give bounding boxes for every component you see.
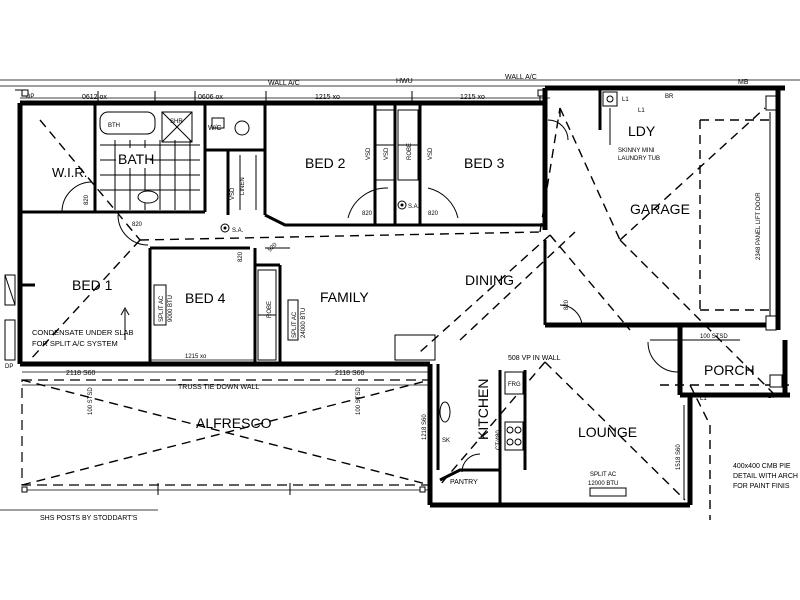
room-label-wc: W/C	[208, 125, 222, 132]
room-label-alfresco: ALFRESCO	[196, 415, 272, 431]
kitchen-dim: 1218 S60	[422, 414, 428, 440]
light-label-2: L1	[638, 108, 645, 114]
vent-pipe-label: 508 VP IN WALL	[508, 355, 561, 362]
light-label-porch: L1	[700, 396, 707, 402]
shower-label: SHR	[170, 119, 183, 125]
vsd-label-3: VSD	[428, 147, 434, 160]
door-dim-hall: 820	[132, 222, 143, 228]
sink-label: SK	[442, 438, 450, 444]
exterior-walls	[17, 85, 790, 508]
hallway: S.A. VSD 820 920 820	[117, 187, 290, 262]
room-label-bed3: BED 3	[464, 155, 505, 171]
wall-ac-label-2: WALL A/C	[505, 74, 537, 81]
hwu-label: HWU	[396, 78, 413, 85]
room-label-bed2: BED 2	[305, 155, 346, 171]
door-dim-wir: 820	[84, 194, 90, 205]
living-dining: FAMILY DINING SPLIT AC 24000 BTU 508 VP …	[287, 272, 561, 362]
room-label-family: FAMILY	[320, 289, 369, 305]
alfresco-dim-2: 2118 S60	[335, 370, 365, 377]
cooktop-label: CT/480	[496, 430, 502, 450]
alfresco-dim-3: 100 STSD	[88, 387, 94, 415]
bed4-dim: 1215 xo	[185, 354, 207, 360]
bedrooms-1-4: BED 1 BED 4 SPLIT AC 9000 BTU CONDENSATE…	[32, 269, 277, 361]
fridge-label: FRG	[508, 382, 521, 388]
garage-door-dim: 820	[564, 299, 570, 310]
door-dim-bed3: 820	[428, 211, 439, 217]
robe-label-2: ROBE	[267, 301, 273, 318]
room-label-bed4: BED 4	[185, 290, 226, 306]
interior-walls	[20, 88, 602, 505]
room-label-bath: BATH	[118, 151, 154, 167]
door-dim-bed2: 820	[362, 211, 373, 217]
smoke-alarm-label-1: S.A.	[408, 204, 420, 210]
ac-family-line1: SPLIT AC	[292, 311, 298, 338]
garage-door-note: 2348 PANEL LIFT DOOR	[756, 192, 762, 260]
lounge-area: LOUNGE SPLIT AC 12000 BTU 1518 S60	[578, 405, 685, 500]
bath-tub-label: BTH	[108, 123, 120, 129]
lounge-dim: 1518 S60	[676, 444, 682, 470]
porch-dim: 100 STSD	[700, 334, 728, 340]
room-label-bed1: BED 1	[72, 277, 113, 293]
laundry-tub-line1: SKINNY MINI	[618, 148, 655, 154]
linen-label: LINEN	[240, 177, 246, 195]
left-edge-markings: DP	[4, 274, 16, 370]
wet-area: BTH SHR BATH W/C W.I.R. 820 LINEN	[52, 111, 257, 213]
light-label-1: L1	[622, 97, 629, 103]
alfresco-dim-4: 100 STSD	[356, 387, 362, 415]
ac-lounge-line1: SPLIT AC	[590, 472, 617, 478]
ac-family-line2: 24000 BTU	[301, 308, 307, 338]
dim-0612: 0612 ox	[82, 94, 107, 101]
dim-0606: 0606 ox	[198, 94, 223, 101]
wall-ac-label-1: WALL A/C	[268, 80, 300, 87]
room-label-porch: PORCH	[704, 362, 755, 378]
garage-laundry: GARAGE LDY SKINNY MINI LAUNDRY TUB L1 BR…	[547, 91, 777, 331]
pier-note-line3: FOR PAINT FINIS	[733, 483, 790, 490]
pier-note-line2: DETAIL WITH ARCH	[733, 473, 798, 480]
alfresco-area: 2118 S60 2118 S60 TRUSS TIE DOWN WALL 10…	[0, 370, 431, 522]
dim-1215-b: 1215 xo	[460, 94, 485, 101]
pier-note-line1: 400x400 CMB PIE	[733, 463, 791, 470]
dp-label-porch: DP	[768, 394, 776, 400]
condensate-note-2: FOR SPLIT A/C SYSTEM	[32, 339, 118, 348]
dim-1215-a: 1215 xo	[315, 94, 340, 101]
room-label-wir: W.I.R.	[52, 165, 87, 180]
roof-hip-lines	[29, 107, 790, 520]
ac-bed1-line2: 9000 BTU	[168, 295, 174, 322]
vsd-label-2: VSD	[366, 147, 372, 160]
ac-bed1-line1: SPLIT AC	[159, 295, 165, 322]
dp-label-top: DP	[26, 94, 34, 100]
door-dim-bed4: 820	[238, 251, 244, 262]
room-label-lounge: LOUNGE	[578, 424, 637, 440]
room-label-dining: DINING	[465, 272, 514, 288]
smoke-alarm-label-2: S.A.	[232, 228, 244, 234]
door-dim-920: 920	[267, 242, 279, 254]
broom-label: BR	[665, 94, 674, 100]
porch-area: PORCH 100 STSD L1 DP	[647, 334, 783, 402]
kitchen-area: KITCHEN FRG CT/480 SK 1218 S60 PANTRY	[422, 371, 524, 486]
room-label-pantry: PANTRY	[450, 479, 478, 486]
laundry-tub-line2: LAUNDRY TUB	[618, 156, 660, 162]
condensate-note-1: CONDENSATE UNDER SLAB	[32, 328, 134, 337]
vsd-label-4: VSD	[230, 187, 236, 200]
pier-note: 400x400 CMB PIE DETAIL WITH ARCH FOR PAI…	[733, 463, 798, 490]
room-label-kitchen: KITCHEN	[475, 379, 491, 440]
bedrooms-2-3: BED 2 BED 3 VSD ROBE VSD VSD 820 820 S.A…	[305, 109, 505, 219]
top-dimension-strip: 0612 ox 0606 ox 1215 xo 1215 xo WALL A/C…	[0, 74, 800, 101]
vsd-label-1: VSD	[384, 147, 390, 160]
robe-label-1: ROBE	[407, 143, 413, 160]
truss-tie-label: TRUSS TIE DOWN WALL	[178, 384, 259, 391]
room-label-ldy: LDY	[628, 123, 656, 139]
mb-label: MB	[738, 79, 749, 86]
ac-lounge-line2: 12000 BTU	[588, 481, 618, 487]
room-label-garage: GARAGE	[630, 201, 690, 217]
dp-label-left: DP	[5, 364, 13, 370]
posts-note: SHS POSTS BY STODDART'S	[40, 515, 138, 522]
alfresco-dim-1: 2118 S60	[66, 370, 96, 377]
